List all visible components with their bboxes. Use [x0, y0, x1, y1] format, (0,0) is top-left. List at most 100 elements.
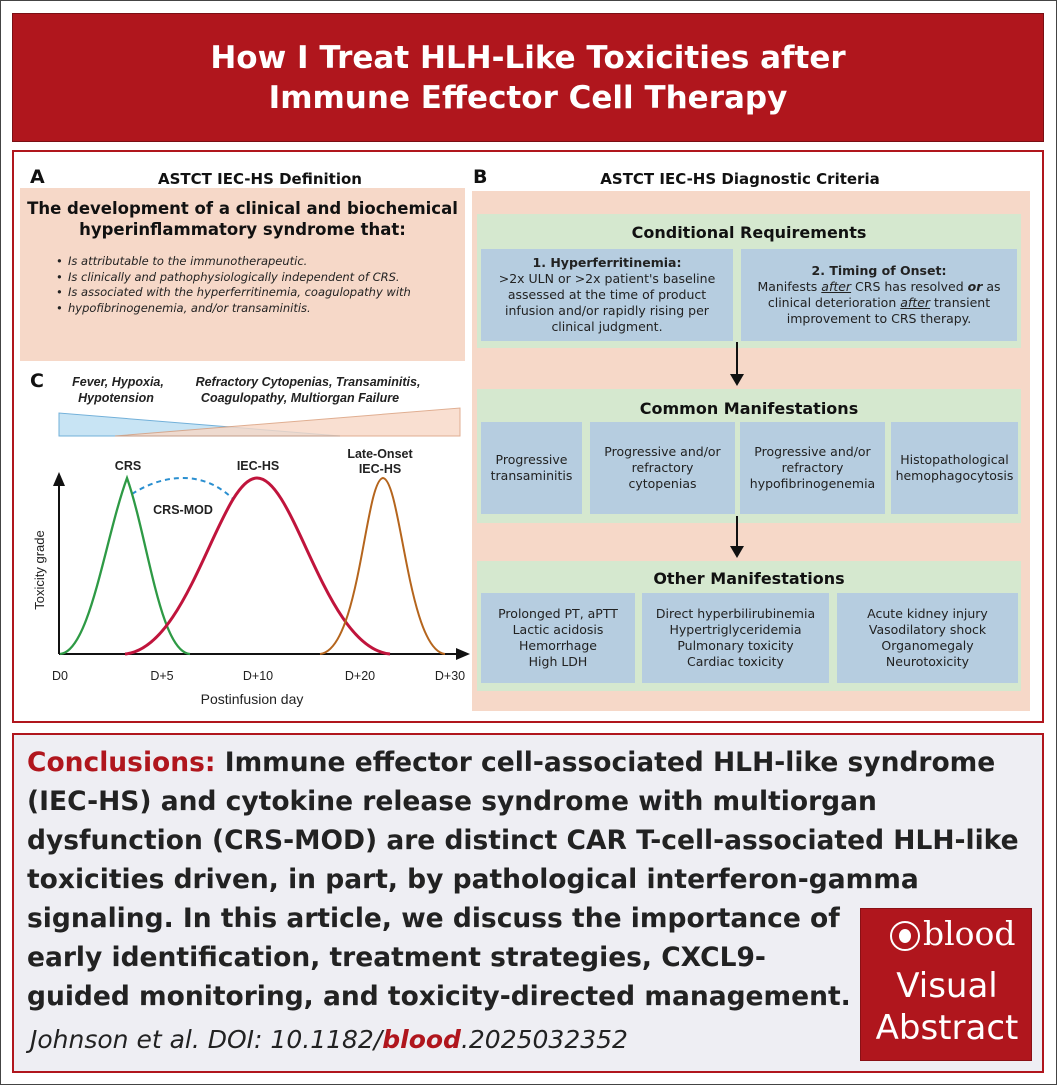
series-label-crs: CRS: [115, 459, 141, 473]
timing-line-2: clinical deterioration after transient: [768, 295, 990, 311]
citation-journal: blood: [382, 1025, 461, 1054]
flow-arrow-shaft: [736, 342, 738, 376]
definition-bullets: Is attributable to the immunotherapeutic…: [56, 254, 463, 317]
hyperferritinemia-line: assessed at the time of product: [507, 287, 707, 302]
other-manifestation-item: Direct hyperbilirubinemia Hypertriglycer…: [642, 593, 829, 683]
manifestation-text: hypofibrinogenemia: [749, 476, 876, 491]
series-label-late-onset-line-1: Late-Onset: [347, 447, 413, 461]
manifestation-text: cytopenias: [628, 476, 697, 491]
other-manifestations-title: Other Manifestations: [653, 569, 845, 588]
timing-emphasis: after: [900, 295, 931, 310]
x-tick-label: D+20: [345, 669, 375, 683]
common-manifestations-title: Common Manifestations: [639, 399, 859, 418]
hyperferritinemia-line: infusion and/or rapidly rising per: [505, 303, 709, 318]
panel-b-letter: B: [473, 166, 488, 188]
y-axis-arrow-icon: [53, 472, 65, 486]
timing-emphasis: or: [967, 279, 983, 294]
flow-arrow-shaft: [736, 516, 738, 548]
arrow-down-icon: [730, 374, 744, 386]
timing-text: as: [982, 279, 1001, 294]
manifestation-text: Organomegaly: [881, 638, 974, 653]
timing-line-1: Manifests after CRS has resolved or as: [757, 279, 1000, 295]
citation-text: Johnson et al. DOI: 10.1182/: [30, 1025, 383, 1054]
conclusions-line: (IEC-HS) and cytokine release syndrome w…: [27, 786, 877, 817]
manifestation-text: Hypertriglyceridemia: [669, 622, 802, 637]
conclusions-line: signaling. In this article, we discuss t…: [27, 903, 840, 934]
hyperferritinemia-line: clinical judgment.: [551, 319, 663, 334]
manifestation-text: Hemorrhage: [519, 638, 597, 653]
logo-line-visual: Visual: [896, 966, 998, 1006]
other-manifestation-item: Acute kidney injury Vasodilatory shock O…: [837, 593, 1018, 683]
manifestation-text: hemophagocytosis: [895, 468, 1014, 483]
manifestation-text: Lactic acidosis: [512, 622, 604, 637]
logo-line-abstract: Abstract: [875, 1008, 1019, 1048]
arrow-down-icon: [730, 546, 744, 558]
x-tick-label: D+10: [243, 669, 273, 683]
timing-text: transient: [930, 295, 991, 310]
manifestation-text: Vasodilatory shock: [868, 622, 987, 637]
x-tick-label: D+5: [150, 669, 173, 683]
manifestation-text: Histopathological: [900, 452, 1009, 467]
other-manifestation-item: Prolonged PT, aPTT Lactic acidosis Hemor…: [481, 593, 635, 683]
late-symptoms-line-1: Refractory Cytopenias, Transaminitis,: [196, 375, 421, 389]
timing-heading: 2. Timing of Onset:: [811, 263, 947, 278]
manifestation-text: Cardiac toxicity: [687, 654, 784, 669]
title-banner: How I Treat HLH-Like Toxicities after Im…: [12, 13, 1044, 142]
timing-emphasis: after: [821, 279, 852, 294]
conclusions-line: dysfunction (CRS-MOD) are distinct CAR T…: [27, 825, 1019, 856]
definition-bullet-continuation: hypofibrinogenemia, and/or transaminitis…: [56, 300, 463, 317]
conclusions-box: Conclusions: Immune effector cell-associ…: [12, 733, 1044, 1073]
x-tick-label: D+30: [435, 669, 465, 683]
manifestation-text: Pulmonary toxicity: [677, 638, 794, 653]
definition-bullet: Is clinically and pathophysiologically i…: [56, 270, 463, 286]
curve-iec-hs: [124, 476, 391, 656]
crs-mod-label: CRS-MOD: [153, 503, 213, 517]
timing-line-3: improvement to CRS therapy.: [786, 311, 972, 326]
manifestation-text: High LDH: [528, 654, 588, 669]
logo-word: blood: [923, 914, 1016, 953]
series-label-late-onset-line-2: IEC-HS: [359, 462, 401, 476]
x-tick-label: D0: [52, 669, 68, 683]
timing-text: Manifests: [757, 279, 822, 294]
crs-mod-dashed-curve: [131, 477, 233, 499]
definition-heading-line-1: The development of a clinical and bioche…: [27, 199, 458, 218]
definition-heading-line-2: hyperinflammatory syndrome that:: [79, 220, 406, 239]
definition-bullet: Is attributable to the immunotherapeutic…: [56, 254, 463, 270]
title-line-1: How I Treat HLH-Like Toxicities after: [210, 39, 846, 76]
x-axis-label: Postinfusion day: [201, 691, 304, 707]
hyperferritinemia-line: >2x ULN or >2x patient's baseline: [498, 271, 716, 286]
definition-bullet-text: hypofibrinogenemia, and/or transaminitis…: [68, 300, 311, 315]
hyperferritinemia-box: 1. Hyperferritinemia: >2x ULN or >2x pat…: [481, 249, 733, 341]
manifestation-text: refractory: [781, 460, 844, 475]
definition-bullet: Is associated with the hyperferritinemia…: [56, 285, 463, 301]
conclusions-text: Conclusions: Immune effector cell-associ…: [27, 743, 1032, 1016]
manifestation-text: refractory: [631, 460, 694, 475]
conclusions-line: guided monitoring, and toxicity-directed…: [27, 981, 851, 1012]
conclusions-line: Conclusions: Immune effector cell-associ…: [27, 743, 1032, 782]
series-label-iec-hs: IEC-HS: [237, 459, 279, 473]
x-axis-arrow-icon: [456, 648, 470, 660]
common-manifestation-item: Progressive and/or refractory cytopenias: [590, 422, 735, 514]
society-seal-icon: [890, 921, 920, 951]
y-axis-label: Toxicity grade: [32, 530, 47, 609]
title-line-2: Immune Effector Cell Therapy: [268, 79, 788, 116]
late-symptoms-line-2: Coagulopathy, Multiorgan Failure: [201, 391, 399, 405]
conclusions-text-run: Immune effector cell-associated HLH-like…: [215, 747, 996, 778]
common-manifestation-item: Histopathological hemophagocytosis: [891, 422, 1018, 514]
manifestation-text: Prolonged PT, aPTT: [498, 606, 618, 621]
manifestation-text: Direct hyperbilirubinemia: [655, 606, 816, 621]
common-manifestation-item: Progressive transaminitis: [481, 422, 582, 514]
manifestation-text: Progressive and/or: [754, 444, 871, 459]
panel-c-letter: C: [30, 370, 44, 392]
conditional-requirements-title: Conditional Requirements: [631, 223, 867, 242]
panel-a-title: ASTCT IEC-HS Definition: [158, 170, 362, 188]
manifestation-text: Acute kidney injury: [867, 606, 988, 621]
manifestation-text: Progressive and/or: [604, 444, 721, 459]
citation: Johnson et al. DOI: 10.1182/blood.202503…: [30, 1025, 628, 1054]
conclusions-line: early identification, treatment strategi…: [27, 942, 766, 973]
manifestation-text: Progressive: [495, 452, 568, 467]
panel-b-title: ASTCT IEC-HS Diagnostic Criteria: [600, 170, 880, 188]
curve-late-onset-iec-hs: [319, 476, 446, 655]
conclusions-label: Conclusions:: [27, 747, 216, 778]
panel-a-letter: A: [30, 166, 45, 188]
